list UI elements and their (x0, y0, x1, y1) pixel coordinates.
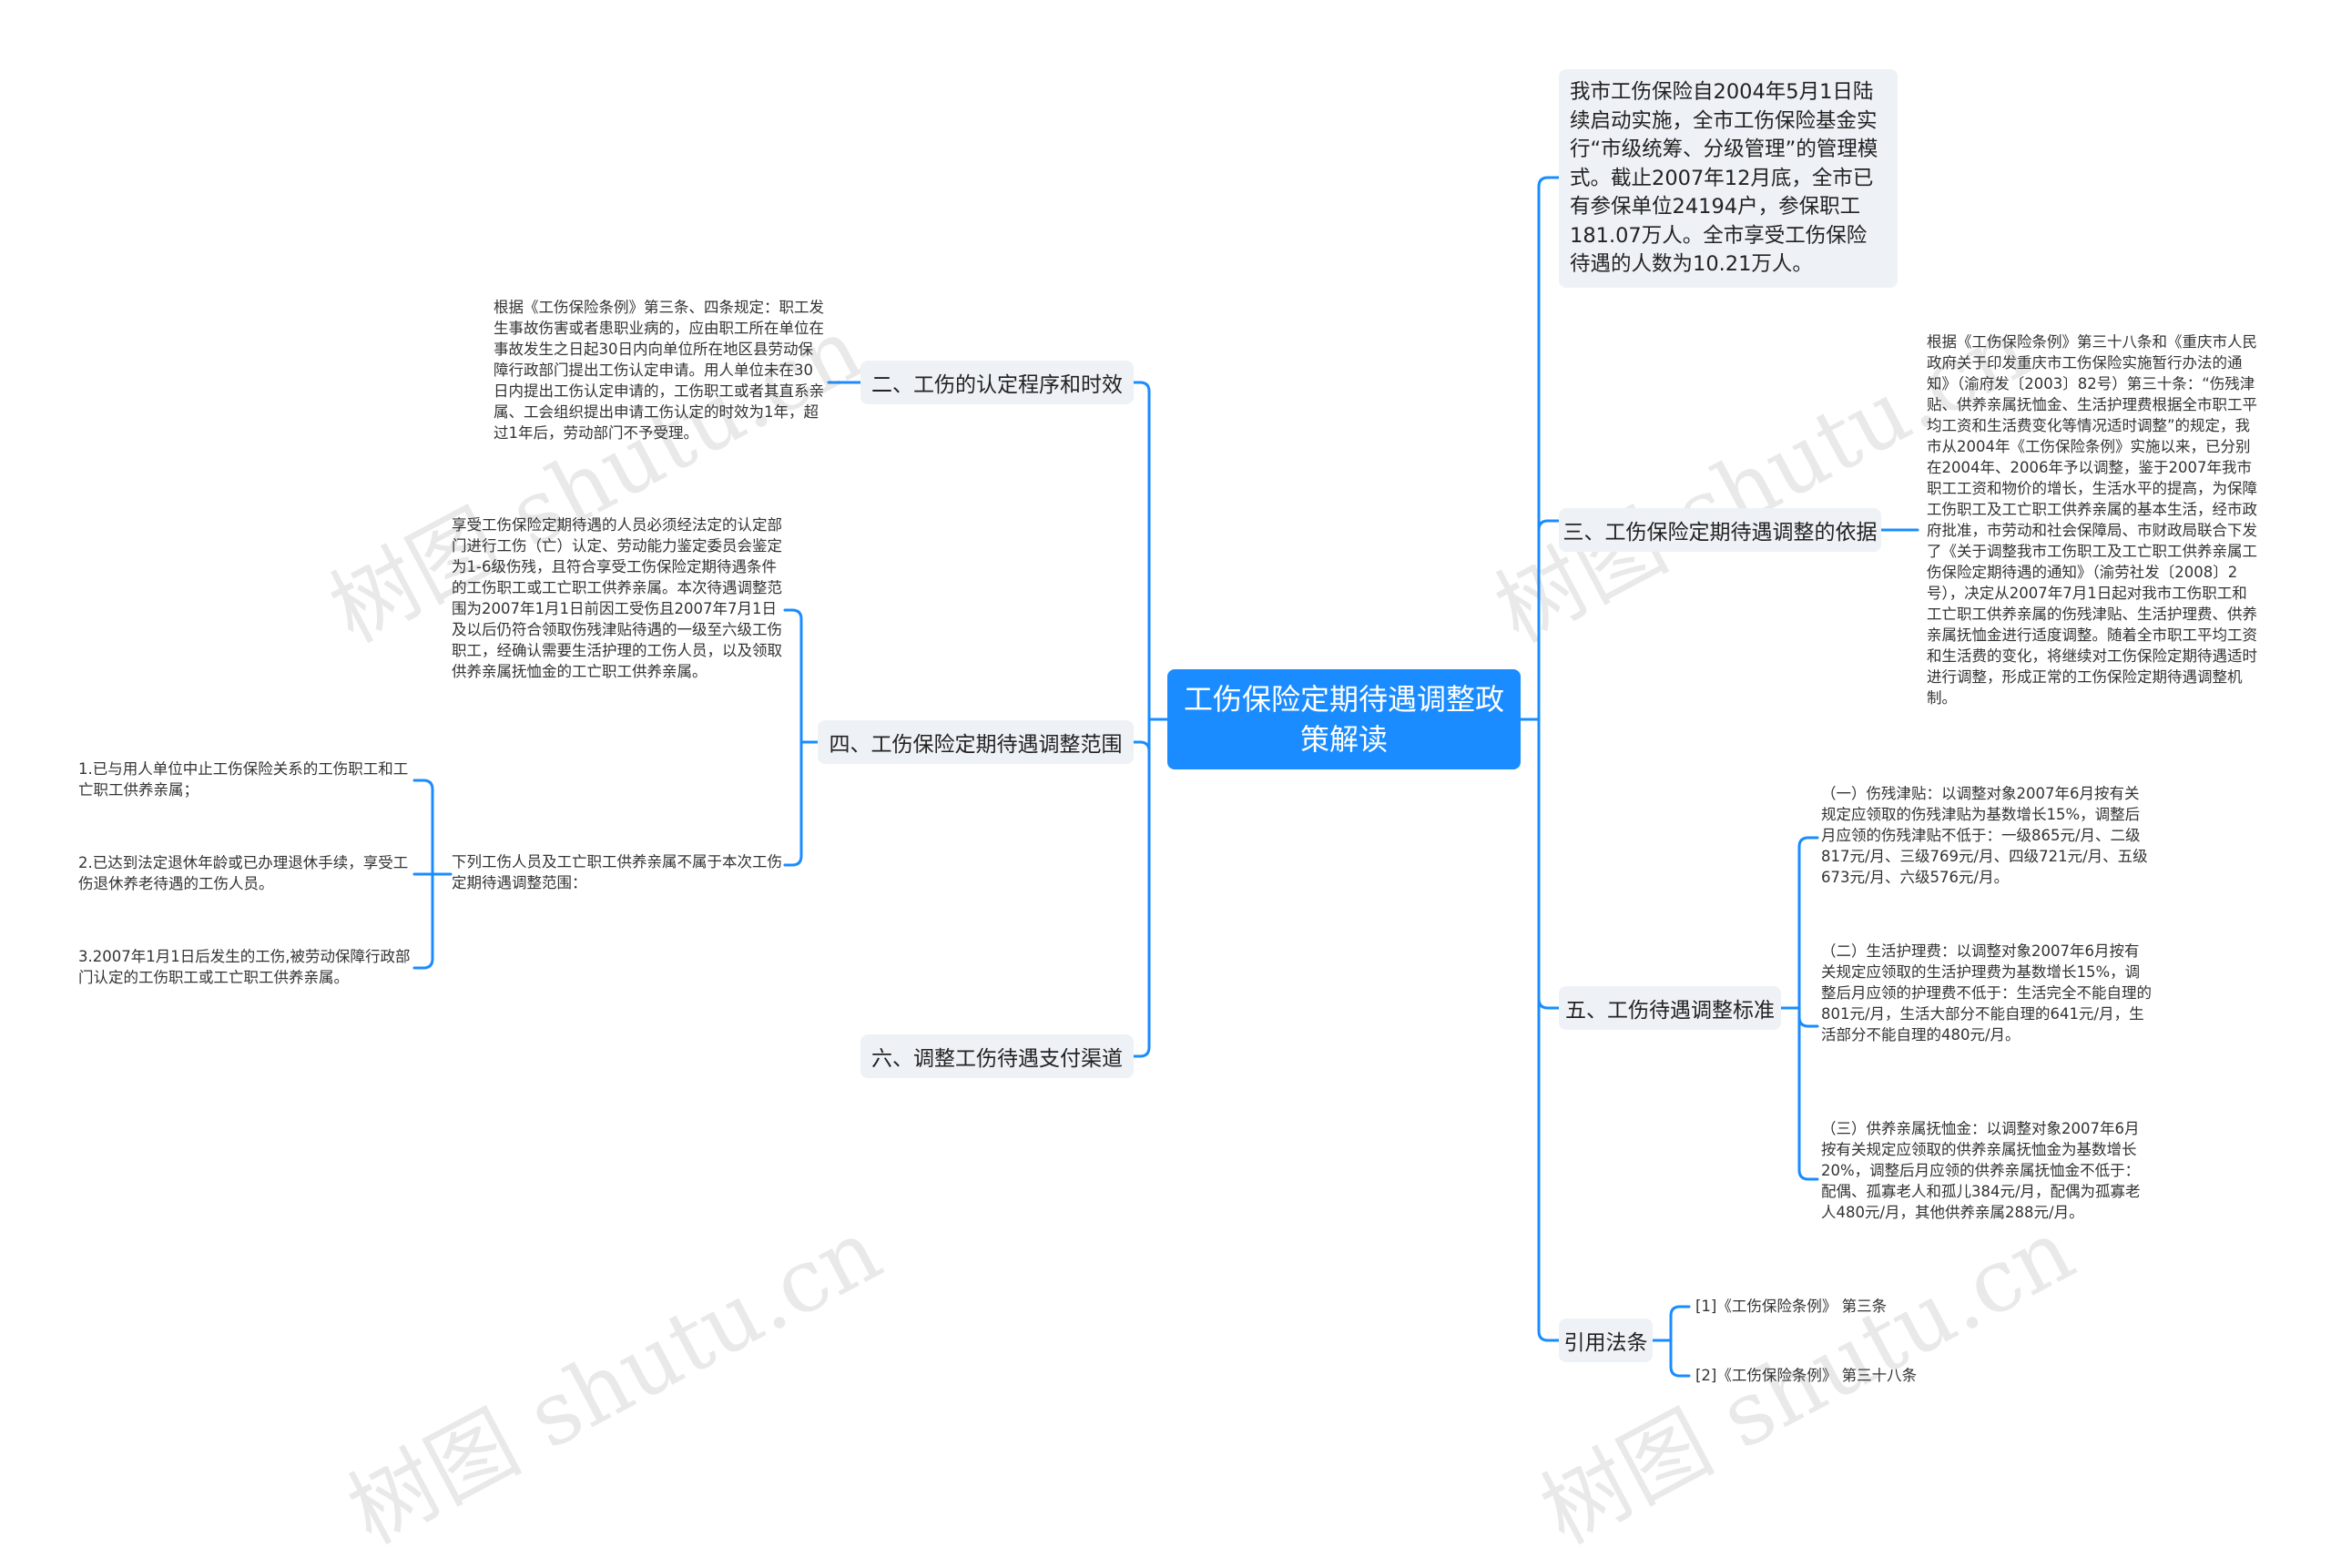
reference-item[interactable]: [2]《工伤保险条例》 第三十八条 (1695, 1367, 1918, 1384)
branch-payment[interactable]: 六、调整工伤待遇支付渠道 (860, 1034, 1134, 1078)
branch-scope-label: 四、工伤保险定期待遇调整范围 (829, 733, 1123, 757)
exclusion-item: 3.2007年1月1日后发生的工伤,被劳动保障行政部门认定的工伤职工或工亡职工供… (78, 948, 411, 986)
root-title: 工伤保险定期待遇调整政策解读 (1184, 682, 1505, 757)
standard-item: （一）伤残津贴：以调整对象2007年6月按有关规定应领取的伤残津贴为基数增长15… (1821, 785, 2148, 886)
branch-references-label: 引用法条 (1563, 1331, 1648, 1355)
branch-procedure-label: 二、工伤的认定程序和时效 (871, 373, 1123, 397)
scope-exclusion-text: 下列工伤人员及工亡职工供养亲属不属于本次工伤定期待遇调整范围： (452, 853, 782, 891)
branch-references[interactable]: 引用法条 (1559, 1319, 1653, 1362)
procedure-text: 根据《工伤保险条例》第三条、四条规定：职工发生事故伤害或者患职业病的，应由职工所… (494, 299, 824, 442)
branch-standards[interactable]: 五、工伤待遇调整标准 (1559, 986, 1781, 1030)
branch-payment-label: 六、调整工伤待遇支付渠道 (871, 1047, 1123, 1071)
intro-text: 我市工伤保险自2004年5月1日陆续启动实施，全市工伤保险基金实行“市级统筹、分… (1570, 80, 1878, 276)
branch-basis[interactable]: 三、工伤保险定期待遇调整的依据 (1559, 508, 1881, 552)
reference-item[interactable]: [1]《工伤保险条例》 第三条 (1695, 1298, 1888, 1315)
root-node[interactable]: 工伤保险定期待遇调整政策解读 (1167, 669, 1521, 769)
standard-item: （二）生活护理费：以调整对象2007年6月按有关规定应领取的生活护理费为基数增长… (1821, 942, 2152, 1044)
connector-lines (412, 176, 1919, 1378)
scope-text: 享受工伤保险定期待遇的人员必须经法定的认定部门进行工伤（亡）认定、劳动能力鉴定委… (452, 516, 782, 680)
exclusion-item: 1.已与用人单位中止工伤保险关系的工伤职工和工亡职工供养亲属； (78, 760, 409, 799)
branch-procedure[interactable]: 二、工伤的认定程序和时效 (860, 361, 1134, 404)
branch-scope[interactable]: 四、工伤保险定期待遇调整范围 (818, 720, 1134, 764)
intro-node[interactable]: 我市工伤保险自2004年5月1日陆续启动实施，全市工伤保险基金实行“市级统筹、分… (1559, 69, 1898, 288)
exclusion-item: 2.已达到法定退休年龄或已办理退休手续，享受工伤退休养老待遇的工伤人员。 (78, 854, 409, 892)
basis-text: 根据《工伤保险条例》第三十八条和《重庆市人民政府关于印发重庆市工伤保险实施暂行办… (1927, 333, 2257, 707)
standard-item: （三）供养亲属抚恤金：以调整对象2007年6月按有关规定应领取的供养亲属抚恤金为… (1821, 1120, 2141, 1221)
branch-standards-label: 五、工伤待遇调整标准 (1565, 999, 1775, 1023)
branch-basis-label: 三、工伤保险定期待遇调整的依据 (1562, 521, 1878, 545)
